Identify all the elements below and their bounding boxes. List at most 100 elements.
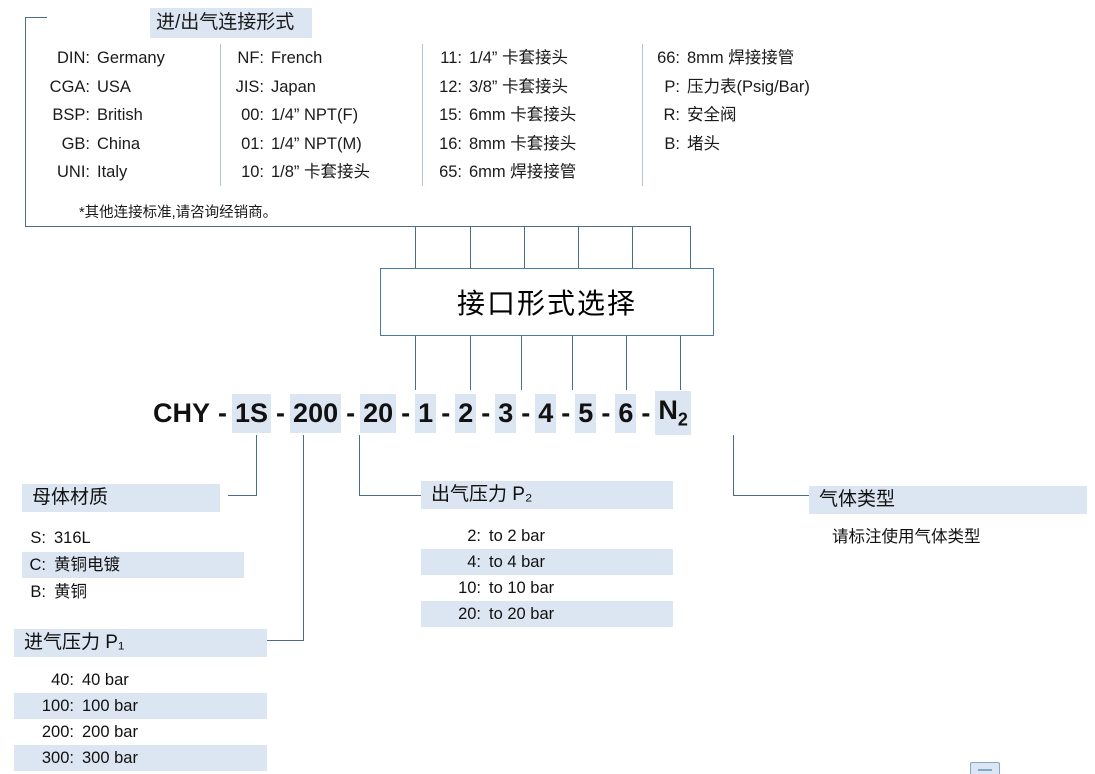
connection-option-desc: 1/4” NPT(M) bbox=[271, 134, 362, 153]
body-material-title: 母体材质 bbox=[22, 484, 220, 512]
leader-body-material-v bbox=[256, 435, 257, 495]
inlet-pressure-row: 200: 200 bar bbox=[14, 719, 267, 745]
connection-option-code: 66: bbox=[657, 49, 680, 67]
connection-option-code: BSP: bbox=[52, 106, 90, 124]
code-segment[interactable]: 6 bbox=[615, 393, 637, 433]
body-material-row-desc: 316L bbox=[54, 529, 91, 547]
code-segment[interactable]: 20 bbox=[360, 393, 397, 433]
connection-option-code: B: bbox=[664, 134, 680, 153]
connection-option-desc: 压力表(Psig/Bar) bbox=[687, 77, 810, 96]
connection-option-row: P:压力表(Psig/Bar) bbox=[654, 73, 810, 102]
connection-option-desc: British bbox=[97, 106, 143, 124]
connection-option-desc: 安全阀 bbox=[687, 106, 737, 124]
interface-type-label: 接口形式选择 bbox=[456, 288, 637, 319]
code-segment[interactable]: 200 bbox=[290, 393, 342, 433]
connection-option-code: 10: bbox=[241, 163, 264, 181]
connection-option-code: GB: bbox=[61, 134, 90, 153]
body-material-row-code: C: bbox=[29, 556, 47, 574]
code-separator: - bbox=[601, 397, 611, 428]
connection-option-desc: Italy bbox=[97, 163, 128, 181]
part-number-code: CHY-1S-200-20-1-2-3-4-5-6-N2 bbox=[150, 391, 691, 435]
connection-option-row: R:安全阀 bbox=[654, 101, 810, 130]
code-connector-4 bbox=[572, 336, 573, 390]
body-material-row: S:316L bbox=[22, 525, 244, 551]
connector-drop-1 bbox=[415, 226, 416, 268]
outlet-pressure-row-desc: to 4 bar bbox=[489, 553, 545, 571]
code-segment[interactable]: 2 bbox=[455, 393, 477, 433]
code-separator: - bbox=[346, 397, 356, 428]
leader-outlet-pressure-v bbox=[359, 435, 360, 495]
connector-drop-4 bbox=[578, 226, 579, 268]
connection-option-code: NF: bbox=[237, 49, 264, 67]
connection-option-desc: 8mm 焊接接管 bbox=[687, 49, 795, 67]
code-separator: - bbox=[481, 397, 491, 428]
connection-option-row: CGA:USA bbox=[44, 73, 165, 102]
code-separator: - bbox=[521, 397, 531, 428]
connection-option-code: 00: bbox=[241, 106, 264, 124]
connection-option-row: BSP: British bbox=[44, 101, 165, 130]
outlet-pressure-row: 2:to 2 bar bbox=[421, 523, 673, 549]
inlet-pressure-row-desc: 200 bar bbox=[82, 723, 138, 741]
code-segment[interactable]: 3 bbox=[495, 393, 517, 433]
column-divider-2 bbox=[422, 44, 423, 186]
leader-inlet-pressure-v bbox=[303, 435, 304, 640]
inlet-pressure-row-code: 100: bbox=[41, 697, 74, 715]
connection-option-row: 15:6mm 卡套接头 bbox=[436, 101, 576, 130]
connection-option-code: 65: bbox=[439, 163, 462, 181]
connection-footnote: *其他连接标准,请咨询经销商。 bbox=[79, 205, 278, 221]
code-segment[interactable]: N2 bbox=[655, 391, 691, 435]
code-segment[interactable]: 5 bbox=[575, 393, 597, 433]
connection-option-row: 01: 1/4” NPT(M) bbox=[232, 130, 370, 159]
outlet-pressure-row-code: 20: bbox=[458, 605, 481, 623]
connection-option-desc: Germany bbox=[97, 49, 165, 67]
inlet-pressure-row-code: 300: bbox=[41, 749, 74, 767]
code-separator: - bbox=[218, 397, 228, 428]
connection-option-desc: 1/4” NPT(F) bbox=[271, 106, 359, 124]
inlet-pressure-row: 100:100 bar bbox=[14, 693, 267, 719]
code-segment[interactable]: CHY bbox=[153, 397, 211, 428]
connection-option-row: DIN: Germany bbox=[44, 44, 165, 73]
code-segment[interactable]: 4 bbox=[535, 393, 557, 433]
code-segment[interactable]: 1S bbox=[232, 393, 272, 433]
connection-option-row: UNI:Italy bbox=[44, 158, 165, 187]
code-connector-3 bbox=[521, 336, 522, 390]
body-material-row: C:黄铜电镀 bbox=[22, 552, 244, 578]
leader-body-material-h bbox=[228, 495, 257, 496]
code-connector-1 bbox=[415, 336, 416, 390]
connection-option-row: 16:8mm 卡套接头 bbox=[436, 130, 576, 159]
connection-option-code: CGA: bbox=[49, 77, 90, 96]
outlet-pressure-row: 20:to 20 bar bbox=[421, 601, 673, 627]
connection-option-desc: China bbox=[97, 134, 141, 153]
connection-option-row: 66: 8mm 焊接接管 bbox=[654, 44, 810, 73]
outlet-pressure-row: 10:to 10 bar bbox=[421, 575, 673, 601]
code-connector-2 bbox=[470, 336, 471, 390]
connection-option-code: 01: bbox=[241, 134, 264, 153]
connection-option-desc: French bbox=[271, 49, 323, 67]
connector-drop-5 bbox=[632, 226, 633, 268]
connection-option-desc: 6mm 卡套接头 bbox=[469, 106, 577, 124]
inlet-pressure-row-desc: 40 bar bbox=[82, 671, 129, 689]
inlet-pressure-row-desc: 300 bar bbox=[82, 749, 138, 767]
bracket-bottom-edge bbox=[25, 226, 691, 227]
connection-option-desc: 3/8” 卡套接头 bbox=[469, 77, 569, 96]
code-segment[interactable]: 1 bbox=[415, 393, 437, 433]
connection-option-desc: 8mm 卡套接头 bbox=[469, 134, 577, 153]
code-connector-6 bbox=[680, 336, 681, 390]
column-divider-3 bbox=[642, 44, 643, 186]
connection-option-desc: 堵头 bbox=[687, 134, 720, 153]
outlet-pressure-row: 4:to 4 bar bbox=[421, 549, 673, 575]
inlet-pressure-title: 进气压力 P₁ bbox=[14, 629, 267, 657]
interface-type-box: 接口形式选择 bbox=[380, 268, 714, 336]
bracket-top-stub bbox=[25, 17, 47, 18]
connector-drop-6 bbox=[690, 226, 691, 268]
connection-column-4: 66: 8mm 焊接接管 P:压力表(Psig/Bar)R:安全阀 B: 堵头 bbox=[654, 44, 810, 158]
partial-widget-icon[interactable] bbox=[970, 762, 1000, 774]
inlet-pressure-row-code: 200: bbox=[41, 723, 74, 741]
code-separator: - bbox=[441, 397, 451, 428]
code-subscript: 2 bbox=[677, 409, 688, 430]
connection-option-code: DIN: bbox=[57, 49, 90, 67]
connection-type-title: 进/出气连接形式 bbox=[150, 8, 312, 38]
outlet-pressure-title: 出气压力 P₂ bbox=[421, 481, 673, 509]
